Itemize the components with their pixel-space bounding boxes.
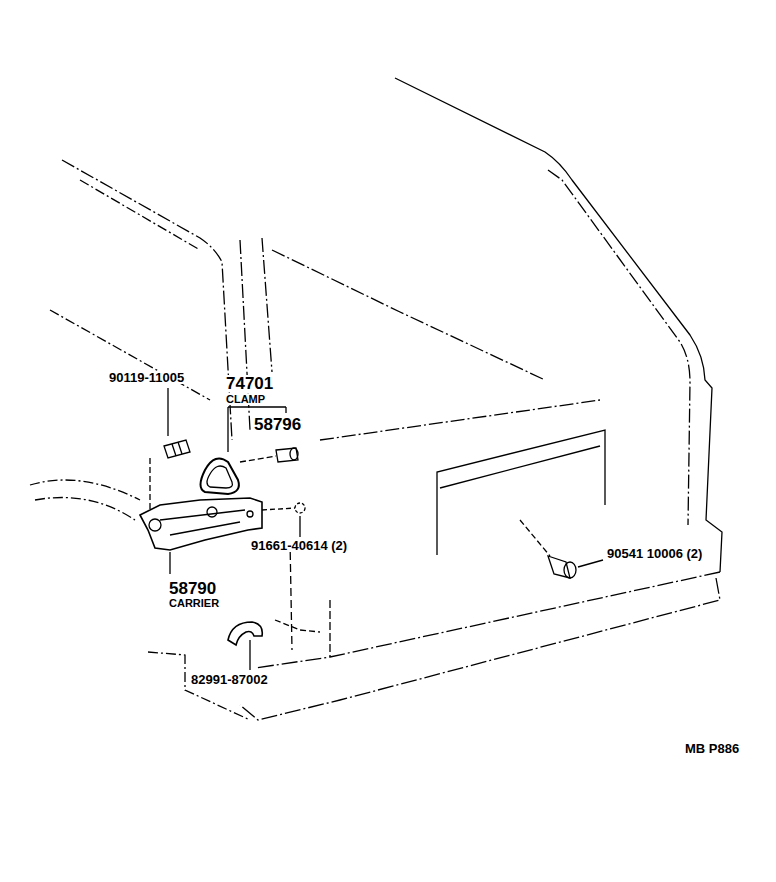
part-number: 58796 <box>253 416 302 433</box>
screw <box>548 556 570 578</box>
carrier <box>247 511 253 517</box>
body-line <box>320 400 600 440</box>
leader-line <box>249 640 250 670</box>
body-line <box>80 180 200 250</box>
bumper-edge <box>329 600 330 657</box>
install-line <box>520 520 550 556</box>
carrier <box>149 519 161 531</box>
bolt <box>290 448 298 460</box>
hook <box>228 622 262 645</box>
install-line <box>240 456 276 462</box>
bolt <box>172 442 182 456</box>
door-edge <box>548 170 690 525</box>
carrier <box>207 507 217 517</box>
wheel-arch <box>35 498 135 521</box>
part-name: CARRIER <box>168 598 220 609</box>
figure-code: MB P886 <box>684 742 740 755</box>
clamp <box>207 466 232 488</box>
pillar-line <box>262 238 272 372</box>
leader-line <box>169 552 170 574</box>
part-number: 82991-87002 <box>190 673 269 686</box>
carrier <box>140 498 262 550</box>
clamp <box>201 458 239 494</box>
body-line <box>290 540 292 650</box>
part-number: 74701 <box>225 375 274 392</box>
window-line <box>62 160 232 440</box>
part-number: 58790 <box>168 580 217 597</box>
install-line <box>262 508 295 510</box>
body-outline <box>395 78 722 572</box>
part-number: 90119-11005 <box>108 371 185 384</box>
body-line <box>272 250 545 380</box>
screw <box>564 562 576 578</box>
screw <box>295 503 305 513</box>
carrier <box>160 510 245 535</box>
body-line <box>275 620 320 632</box>
part-number: 90541 10006 (2) <box>606 547 703 560</box>
lamp-opening <box>437 430 605 555</box>
part-name: CLAMP <box>225 394 266 405</box>
quarter-lower <box>148 652 250 720</box>
lamp-opening-inner <box>440 446 600 488</box>
bolt <box>164 440 190 458</box>
part-number: 91661-40614 (2) <box>250 539 348 552</box>
bumper-lower <box>240 578 720 720</box>
bumper-line <box>255 572 720 668</box>
leader-line <box>167 388 168 436</box>
install-line <box>149 458 150 510</box>
leader-line <box>578 560 603 567</box>
bolt <box>276 448 298 462</box>
body-line <box>50 310 210 400</box>
wheel-arch <box>30 480 140 500</box>
leader-line <box>299 516 300 537</box>
